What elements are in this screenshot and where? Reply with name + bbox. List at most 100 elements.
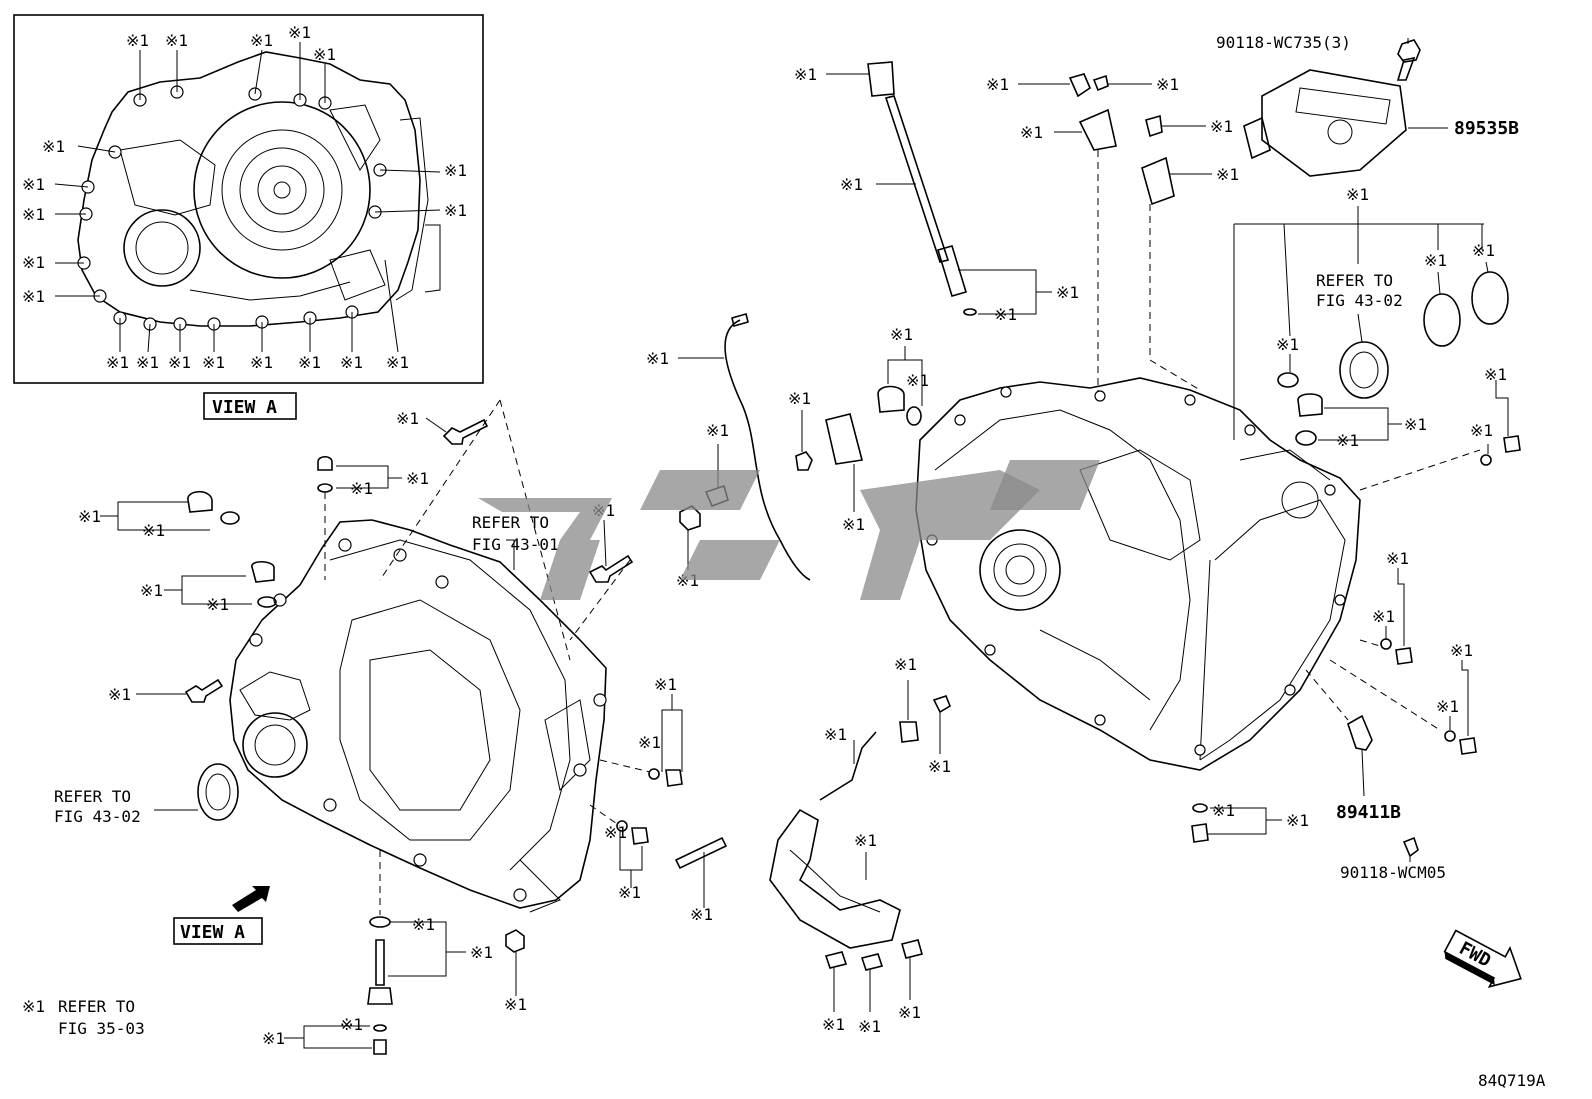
marker-label: ※1 [22, 253, 45, 272]
inset-leaders [54, 42, 441, 353]
marker-label: ※1 [1286, 811, 1309, 830]
marker-label: ※1 [890, 325, 913, 344]
reference-label: FIG 43-01 [472, 535, 559, 554]
left-small-parts [184, 418, 728, 1055]
view-a-label-bottom: VIEW A [173, 917, 263, 945]
marker-label: ※1 [140, 581, 163, 600]
gasket [1480, 454, 1492, 466]
plug [665, 769, 683, 787]
marker-label: ※1 [1156, 75, 1179, 94]
left-housing [229, 519, 607, 913]
plug [1395, 647, 1413, 665]
view-arrow-icon [232, 886, 270, 912]
gasket [373, 1024, 387, 1032]
plug [373, 1039, 387, 1055]
gasket [220, 511, 240, 525]
marker-label: ※1 [1056, 283, 1079, 302]
marker-label: ※1 [788, 389, 811, 408]
bolt [932, 695, 951, 714]
marker-label: ※1 [340, 353, 363, 372]
marker-label: ※1 [288, 23, 311, 42]
drain-plug [367, 987, 393, 1005]
marker-label: ※1 [1210, 117, 1233, 136]
breather-hose [724, 319, 811, 581]
marker-label: ※1 [412, 915, 435, 934]
marker-label: ※1 [22, 287, 45, 306]
marker-label: ※1 [822, 1015, 845, 1034]
o-ring [906, 406, 922, 426]
marker-label: ※1 [126, 31, 149, 50]
gasket [1295, 430, 1317, 446]
dipstick-tip [936, 245, 968, 297]
marker-label: ※1 [646, 349, 669, 368]
marker-label: ※1 [206, 595, 229, 614]
marker-label: ※1 [262, 1029, 285, 1048]
marker-label: ※1 [858, 1017, 881, 1036]
plug [187, 490, 213, 513]
stud-bolt [674, 836, 728, 870]
right-small-parts [1191, 39, 1521, 858]
marker-label: ※1 [1336, 431, 1359, 450]
dipstick-cap [867, 61, 895, 97]
view-label: VIEW A [212, 397, 277, 418]
oil-seal [1339, 341, 1389, 399]
heat-shield [769, 808, 901, 949]
o-ring [963, 308, 977, 316]
inset-bolt-holes [77, 85, 387, 331]
bolt [1145, 114, 1163, 138]
marker-label: ※1 [108, 685, 131, 704]
plug [251, 560, 275, 583]
reference-label: REFER TO [1316, 271, 1393, 290]
plug [1503, 435, 1521, 453]
marker-label: ※1 [340, 1015, 363, 1034]
damper [860, 953, 884, 971]
marker-label: ※1 [444, 161, 467, 180]
part-number-label: 90118-WCM05 [1340, 863, 1446, 882]
diagram-code: 84Q719A [1478, 1071, 1546, 1090]
marker-label: ※1 [1216, 165, 1239, 184]
marker-label: ※1 [894, 655, 917, 674]
gasket [616, 820, 628, 832]
bracket [1141, 156, 1175, 206]
gasket [1380, 638, 1392, 650]
bracket [1078, 108, 1117, 151]
gasket [317, 483, 333, 493]
clip [1068, 73, 1091, 98]
dipstick-tube [375, 939, 385, 986]
marker-label: ※1 [794, 65, 817, 84]
damper [901, 939, 923, 959]
left-dashed-lines [324, 399, 651, 915]
marker-label: ※1 [136, 353, 159, 372]
marker-label: ※1 [1436, 697, 1459, 716]
marker-label: ※1 [250, 31, 273, 50]
right-leaders [1208, 38, 1509, 862]
bolt [442, 418, 489, 445]
fwd-arrow-icon: FWD [1443, 929, 1522, 989]
o-ring [1471, 271, 1509, 325]
marker-label: ※1 [444, 201, 467, 220]
marker-label: ※1 [1212, 801, 1235, 820]
middle-leaders [678, 73, 1212, 1012]
inset-labels: ※1 ※1 ※1 ※1 ※1 ※1 ※1 ※1 ※1 ※1 ※1 ※1 ※1 ※… [22, 23, 467, 372]
marker-label: ※1 [906, 371, 929, 390]
view-label: VIEW A [180, 922, 245, 943]
plug [631, 827, 649, 845]
middle-dashed-lines [569, 150, 1201, 641]
marker-label: ※1 [386, 353, 409, 372]
reference-label: REFER TO [54, 787, 131, 806]
marker-label: ※1 [1472, 241, 1495, 260]
bracket-plate [825, 413, 863, 465]
marker-label: ※1 [22, 175, 45, 194]
watermark-logo [478, 460, 1100, 600]
gasket [369, 916, 391, 928]
speed-sensor [1347, 714, 1373, 751]
footnote: ※1 REFER TO FIG 35-03 [22, 997, 145, 1038]
view-a-inset: ※1 ※1 ※1 ※1 ※1 ※1 ※1 ※1 ※1 ※1 ※1 ※1 ※1 ※… [13, 14, 484, 384]
reference-label: FIG 43-02 [1316, 291, 1403, 310]
marker-label: ※1 [706, 421, 729, 440]
part-number-label: 89411B [1336, 802, 1401, 823]
middle-parts [679, 61, 1175, 971]
marker-label: ※1 [1450, 641, 1473, 660]
part-number-label: 89535B [1454, 118, 1519, 139]
